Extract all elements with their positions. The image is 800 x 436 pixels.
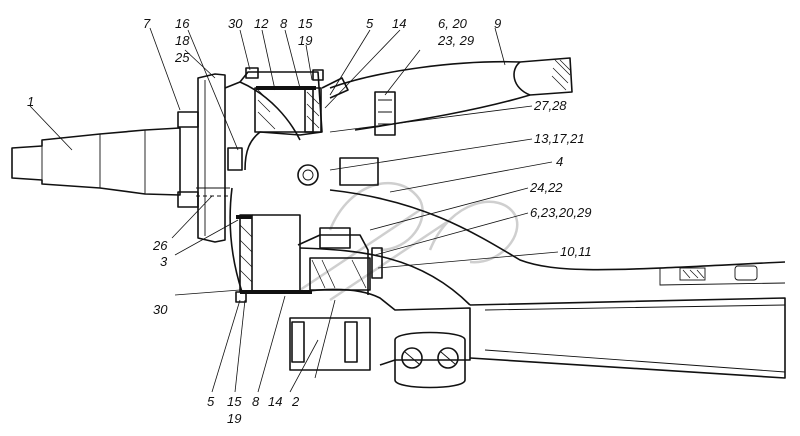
callout-labels: 1 7 16 18 25 30 12 8 15 19 5 14 6, 20 23… bbox=[27, 16, 592, 426]
callout-19-bottom: 19 bbox=[227, 411, 241, 426]
callout-13-17-21: 13,17,21 bbox=[534, 131, 585, 146]
callout-27-28: 27,28 bbox=[533, 98, 567, 113]
callout-2: 2 bbox=[291, 394, 300, 409]
callout-6-20: 6, 20 bbox=[438, 16, 468, 31]
knuckle-body bbox=[229, 67, 379, 303]
callout-14-bottom: 14 bbox=[268, 394, 282, 409]
callout-7: 7 bbox=[143, 16, 151, 31]
callout-30-top: 30 bbox=[228, 16, 243, 31]
callout-8-top: 8 bbox=[280, 16, 288, 31]
callout-10-11: 10,11 bbox=[560, 244, 592, 259]
callout-9: 9 bbox=[494, 16, 501, 31]
callout-4: 4 bbox=[556, 154, 563, 169]
steering-arm bbox=[329, 57, 573, 136]
callout-1: 1 bbox=[27, 94, 34, 109]
callout-15-bottom: 15 bbox=[227, 394, 242, 409]
lower-bracket bbox=[289, 227, 471, 389]
callout-24-22: 24,22 bbox=[529, 180, 563, 195]
callout-5-bottom: 5 bbox=[207, 394, 215, 409]
callout-30-bottom: 30 bbox=[153, 302, 168, 317]
callout-18: 18 bbox=[175, 33, 190, 48]
callout-26: 26 bbox=[152, 238, 168, 253]
knuckle-flange bbox=[196, 73, 301, 243]
callout-16: 16 bbox=[175, 16, 190, 31]
leader-lines bbox=[29, 27, 559, 393]
callout-14-top: 14 bbox=[392, 16, 406, 31]
callout-25: 25 bbox=[174, 50, 190, 65]
callout-5-top: 5 bbox=[366, 16, 374, 31]
axle-beam bbox=[299, 189, 786, 379]
callout-12: 12 bbox=[254, 16, 269, 31]
callout-15-top: 15 bbox=[298, 16, 313, 31]
callout-6-23-20-29: 6,23,20,29 bbox=[530, 205, 591, 220]
callout-19-top: 19 bbox=[298, 33, 312, 48]
callout-3: 3 bbox=[160, 254, 168, 269]
callout-23-29: 23, 29 bbox=[437, 33, 474, 48]
callout-8-bottom: 8 bbox=[252, 394, 260, 409]
spindle bbox=[11, 111, 199, 208]
